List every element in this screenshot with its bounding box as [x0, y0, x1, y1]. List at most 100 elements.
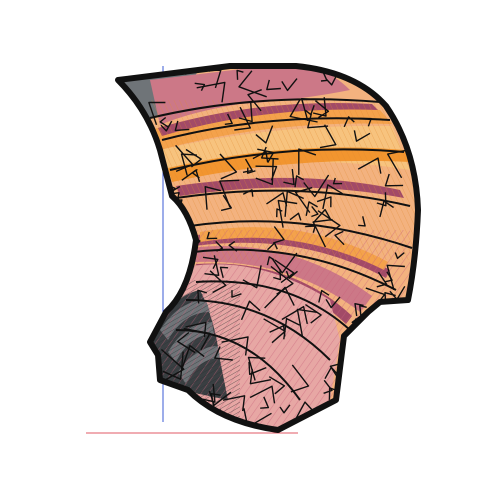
- mosaic-shard-line: [180, 344, 205, 371]
- mosaic-shard-line: [273, 269, 282, 281]
- mosaic-shard-line: [220, 194, 233, 212]
- embroidered-head: [118, 66, 418, 430]
- mosaic-shard-line: [394, 252, 405, 259]
- mosaic-shard-line: [135, 191, 158, 211]
- mosaic-shard-line: [180, 153, 197, 176]
- mosaic-shard-line: [234, 106, 252, 131]
- mosaic-shard-line: [294, 186, 313, 214]
- mosaic-shard-line: [242, 265, 262, 289]
- mosaic-shard-line: [162, 351, 184, 380]
- mosaic-shard-line: [238, 102, 253, 123]
- mosaic-shard-line: [248, 361, 267, 375]
- mosaic-shard-line: [312, 97, 327, 117]
- mosaic-shard-line: [294, 175, 305, 188]
- mosaic-shard-line: [317, 210, 341, 238]
- mosaic-shard-line: [376, 192, 387, 207]
- mosaic-shard-line: [202, 256, 219, 270]
- mosaic-shard-line: [316, 196, 332, 208]
- mosaic-shard-line: [318, 289, 330, 303]
- mosaic-shard-line: [255, 159, 274, 186]
- mosaic-shard-line: [148, 192, 165, 217]
- mosaic-shard-line: [247, 89, 262, 112]
- mosaic-shard-line: [155, 196, 168, 210]
- mosaic-shard-line: [279, 404, 291, 414]
- mosaic-shard-line: [332, 177, 343, 185]
- mosaic-shard-line: [206, 231, 218, 240]
- mosaic-shard-line: [358, 419, 377, 430]
- band-contour-line: [193, 248, 397, 291]
- mosaic-shard-line: [249, 385, 276, 404]
- mosaic-shard-line: [169, 246, 182, 264]
- mosaic-shard-line: [290, 364, 310, 393]
- mosaic-shard-line: [408, 418, 418, 430]
- mosaic-shard-line: [303, 174, 330, 198]
- mosaic-shard-line: [403, 386, 414, 401]
- mosaic-shard-line: [387, 70, 403, 86]
- mosaic-shard-line: [219, 266, 229, 278]
- mosaic-shard-line: [227, 423, 238, 430]
- mosaic-shard-line: [219, 179, 240, 208]
- mosaic-shard-line: [236, 69, 244, 80]
- mosaic-shard-line: [319, 124, 337, 149]
- mosaic-shard-line: [322, 184, 343, 210]
- mosaic-shard-line: [246, 167, 256, 174]
- mosaic-shard-line: [305, 304, 322, 324]
- mosaic-shard-line: [385, 271, 393, 283]
- mosaic-shard-line: [242, 158, 253, 173]
- mosaic-shard-line: [353, 130, 371, 142]
- mosaic-shard-line: [281, 305, 308, 325]
- mosaic-shard-line: [304, 105, 315, 116]
- band-contour-line: [149, 98, 381, 119]
- mosaic-shard-line: [357, 157, 382, 174]
- mosaic-shard-line: [359, 305, 367, 316]
- mosaic-shard-line: [325, 74, 338, 86]
- mosaic-shard-line: [271, 252, 298, 274]
- mosaic-shard-line: [374, 325, 397, 341]
- mosaic-shard-line: [181, 169, 201, 183]
- mosaic-shard-line: [202, 383, 216, 403]
- mosaic-shard-line: [231, 290, 242, 298]
- mosaic-shard-line: [285, 270, 298, 279]
- mosaic-shard-line: [209, 270, 227, 294]
- mosaic-shard-line: [323, 379, 333, 394]
- mosaic-shard-line: [384, 400, 402, 413]
- mosaic-shard-line: [172, 227, 194, 257]
- mosaic-shard-line: [312, 208, 332, 224]
- mosaic-shard-line: [354, 303, 364, 317]
- mosaic-shard-line: [196, 81, 226, 103]
- mosaic-shard-line: [136, 417, 153, 430]
- mosaic-shard-line: [281, 78, 298, 92]
- mosaic-shard-line: [384, 173, 404, 187]
- mosaic-shard-line: [204, 255, 220, 276]
- mosaic-shard-line: [402, 66, 410, 73]
- mosaic-shard-line: [252, 150, 269, 163]
- mosaic-shard-line: [343, 116, 355, 128]
- mosaic-shard-line: [407, 98, 418, 125]
- mosaic-shard-line: [194, 82, 206, 92]
- band-contour-line: [175, 189, 411, 207]
- mosaic-shard-line: [334, 230, 345, 246]
- band-contour-line: [169, 148, 405, 171]
- mosaic-shard-line: [274, 259, 295, 284]
- mosaic-shard-line: [224, 113, 233, 125]
- mosaic-shard-line: [240, 300, 261, 321]
- mosaic-shard-line: [184, 419, 198, 430]
- mosaic-shard-line: [222, 395, 246, 412]
- mosaic-shard-line: [390, 353, 411, 383]
- band-contour-line: [161, 117, 391, 141]
- mosaic-shard-line: [249, 369, 272, 385]
- mosaic-shard-line: [358, 216, 366, 227]
- mosaic-shard-line: [255, 165, 278, 181]
- mosaic-shard-line: [277, 199, 298, 228]
- mosaic-shard-line: [210, 393, 221, 407]
- mosaic-shard-line: [289, 99, 318, 123]
- mosaic-shard-line: [355, 397, 373, 410]
- mosaic-shard-line: [204, 185, 221, 210]
- mosaic-shard-line: [264, 286, 295, 309]
- mosaic-shard-line: [325, 296, 341, 309]
- mosaic-shard-line: [298, 148, 317, 175]
- mosaic-shard-line: [305, 201, 318, 216]
- mosaic-shard-line: [289, 212, 302, 221]
- mosaic-shard-line: [160, 120, 173, 132]
